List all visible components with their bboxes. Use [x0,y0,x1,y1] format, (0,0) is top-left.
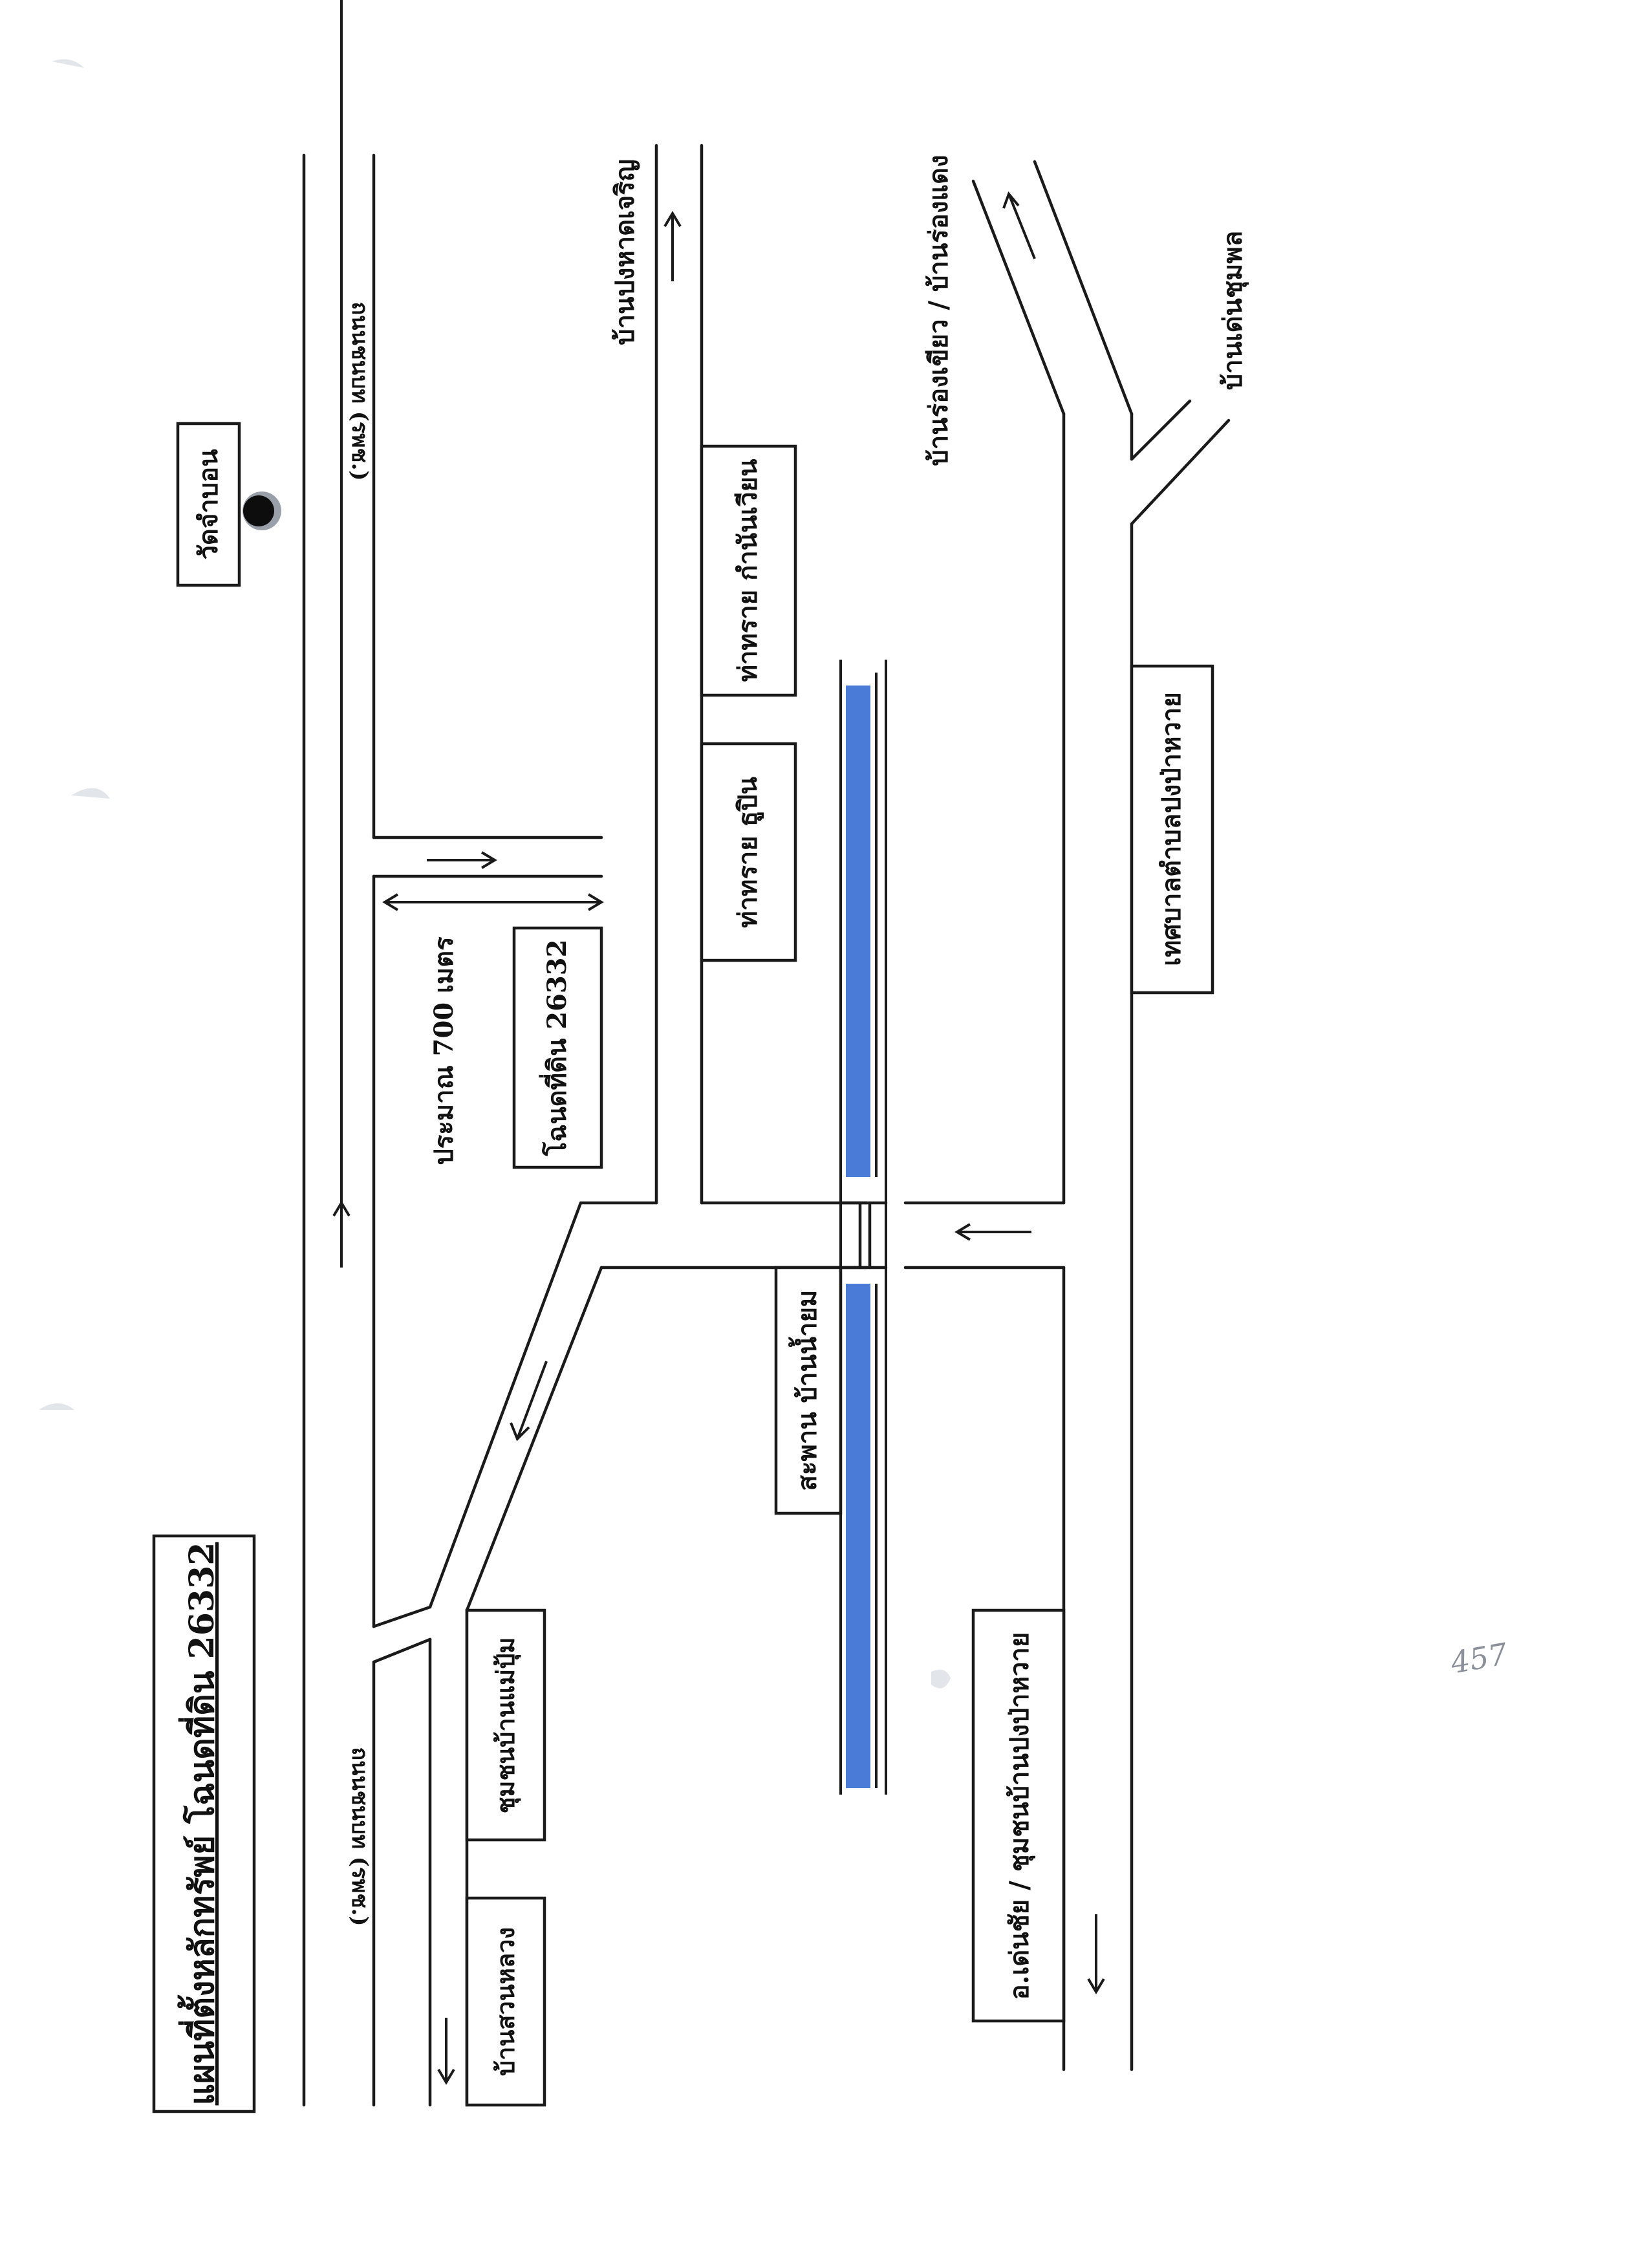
double-arrow-icon [382,893,604,911]
community-lower-box [465,1896,546,2107]
district-label: อ.เด่นชัย / ชุมชนบ้านปงป่าหวาย [1004,1632,1036,2000]
bridge-box [774,1266,843,1515]
direction-arrows [332,0,1105,2085]
bridge [839,1201,888,1269]
side-road-branch [372,836,603,878]
arrow-left-icon [1087,1914,1105,1994]
arrow-up-icon [1002,191,1036,259]
title-box [152,1534,256,2113]
temple-box [176,422,241,587]
place-top-right: บ้านปงหาดเจริญ [610,159,640,345]
main-road [302,153,376,2107]
bridge-label: สะพาน บ้านน้ำยม [788,1290,823,1491]
place-den-chumphon: บ้านเด่นชุมพล [1218,231,1249,391]
map-title: แผนที่ตั้งหลักทรัพย์ โฉนดที่ดิน 26332 [177,1542,222,2106]
sand-pit-2-box [700,742,797,962]
river [839,660,887,1795]
sand-pit-2-label: ท่าทราย ธูปิน [733,777,764,928]
distance-label: ประมาณ 700 เมตร [429,936,459,1165]
pencil-note: 457 [1447,1636,1511,1681]
district-box [971,1608,1066,2023]
temple-dot-icon [242,491,281,530]
arrow-right-icon [332,0,350,1268]
community-upper-label: ชุมชนบ้านแม่ปุ้ม [491,1637,521,1814]
arrow-left-icon [437,2018,455,2085]
plot-box [512,926,603,1169]
road-label-top: ถนนชนบท (รพช.) [347,302,372,481]
arrow-diagonal-icon [510,1361,548,1442]
community-lower-label: บ้านสวนหลวง [491,1927,520,2076]
scan-marks [39,59,951,1689]
municipality-box [1130,664,1214,995]
temple-label: วัดจำบอน [193,449,224,559]
lower-junction [372,1605,469,2107]
community-upper-box [465,1608,546,1842]
arrow-down-icon [427,851,497,869]
arrow-left-icon [954,1223,1031,1241]
river-water-lower [846,1284,870,1788]
municipality-label: เทศบาลตำบลปงป่าหวาย [1156,692,1187,966]
sand-pit-1-label: ท่าทราย กำนันเวียน [733,459,763,682]
river-water-upper [846,686,870,1177]
plot-label: โฉนดที่ดิน 26332 [539,940,572,1157]
place-rong-khiao: บ้านร่องเขียว / บ้านร่องแดง [923,155,954,466]
right-side-road [903,160,1231,2071]
arrow-right-icon [663,211,682,281]
road-label-bottom: ถนนชนบท (รพช.) [347,1747,372,1927]
sand-pit-1-box [700,444,797,697]
